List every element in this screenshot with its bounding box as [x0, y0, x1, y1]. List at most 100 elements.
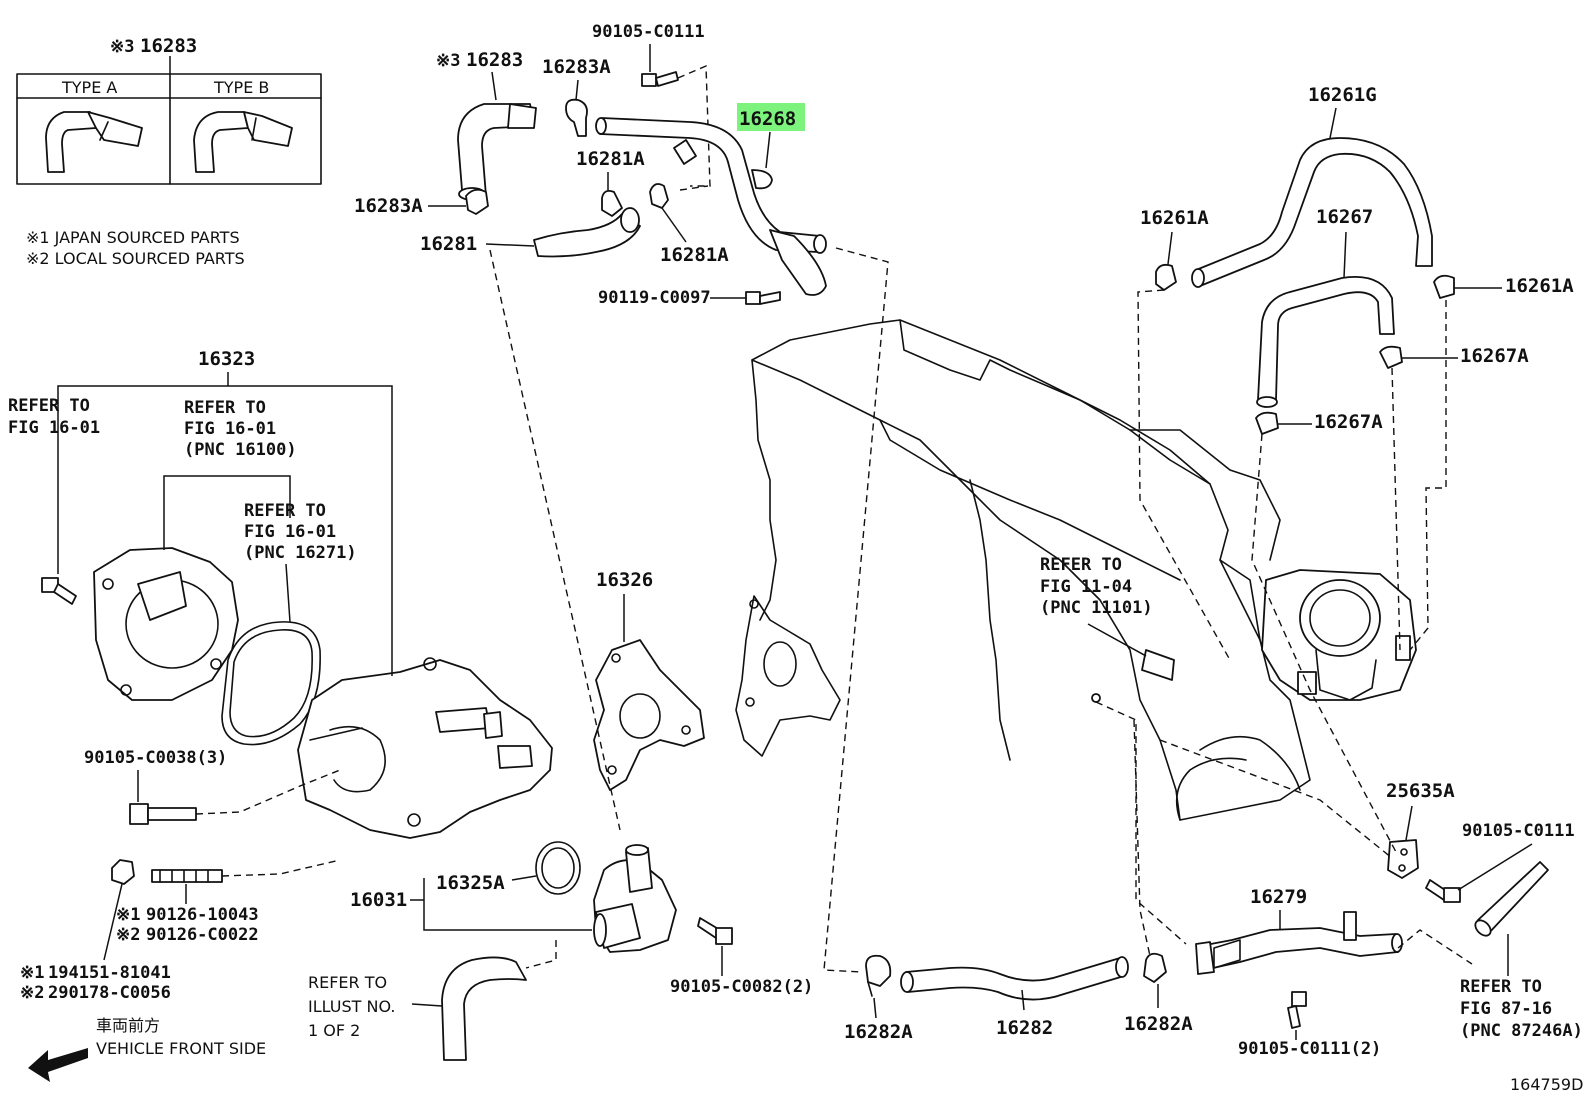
label-16326: 16326: [596, 569, 653, 591]
mark-1-stud: ※1: [116, 905, 140, 925]
connection-lines: [489, 185, 1473, 973]
label-16283-inset: 16283: [140, 35, 197, 57]
label-290178-C0056: 290178-C0056: [48, 983, 171, 1003]
label-16323: 16323: [198, 348, 255, 370]
ref-fig-16-01-a-line2: FIG 16-01: [8, 418, 100, 438]
clamp-16281A-upper: [601, 189, 623, 217]
ref-fig-16-01-b-line1: REFER TO: [184, 398, 266, 418]
ref-fig-11-04-line2: FIG 11-04: [1040, 577, 1132, 597]
vehicle-front-arrow-icon: [28, 1048, 88, 1082]
mark-1-nut: ※1: [20, 963, 44, 983]
ref-fig-87-16-line1: REFER TO: [1460, 977, 1542, 997]
label-90105-C0111-bottom: 90105-C0111(2): [1238, 1039, 1381, 1059]
bolt-90105-C0111-right: [1425, 879, 1461, 903]
label-90105-C0111-top: 90105-C0111: [592, 22, 705, 42]
ref-fig-16-01-c-line1: REFER TO: [244, 501, 326, 521]
bolt-refer-fig-16-01: [41, 577, 77, 605]
label-90105-C0111-right: 90105-C0111: [1462, 821, 1575, 841]
inset-mark-3: ※3: [110, 37, 134, 57]
vehicle-front-en: VEHICLE FRONT SIDE: [96, 1039, 266, 1058]
ref-fig-16-01-c-line2: FIG 16-01: [244, 522, 336, 542]
stud-fig-11-04: [1087, 623, 1175, 703]
label-25635A: 25635A: [1386, 780, 1455, 802]
note-japan-sourced: ※1 JAPAN SOURCED PARTS: [26, 228, 240, 247]
clamp-16281A-lower: [649, 183, 669, 209]
ref-illust-line2: ILLUST NO.: [308, 997, 395, 1016]
ref-illust-line3: 1 OF 2: [308, 1021, 360, 1040]
ref-fig-16-01-c-line3: (PNC 16271): [244, 543, 357, 563]
note-local-sourced: ※2 LOCAL SOURCED PARTS: [26, 249, 245, 268]
clamp-16267A-upper: [1379, 345, 1403, 369]
hose-16282: [900, 956, 1129, 1001]
bolt-90119-C0097: [745, 291, 781, 305]
label-90105-C0038: 90105-C0038(3): [84, 748, 227, 768]
label-16282A-left: 16282A: [844, 1021, 913, 1043]
clamp-16283A-left: [465, 188, 489, 215]
ref-fig-87-16-line2: FIG 87-16: [1460, 999, 1552, 1019]
bracket-25635A: [1387, 839, 1419, 879]
label-16282: 16282: [996, 1017, 1053, 1039]
throttle-body: [1261, 569, 1417, 701]
nut-194151: [111, 859, 135, 885]
bolt-90105-C0111-top: [641, 71, 679, 87]
type-b-label: TYPE B: [213, 78, 269, 97]
timing-cover-gasket: [735, 595, 841, 757]
ref-fig-11-04-line3: (PNC 11101): [1040, 598, 1153, 618]
gasket-16326: [593, 639, 705, 791]
ref-illust-line1: REFER TO: [308, 973, 387, 992]
label-194151-81041: 194151-81041: [48, 963, 171, 983]
bolt-90105-C0082: [697, 917, 733, 945]
mark-2-stud: ※2: [116, 925, 140, 945]
mark-2-nut: ※2: [20, 983, 44, 1003]
clamp-16261A-right: [1433, 274, 1455, 299]
highlight-16268: [737, 103, 805, 131]
pipe-16268: [595, 117, 827, 296]
pipe-16279: [1195, 911, 1403, 975]
oring-16325A: [535, 841, 581, 895]
hose-16283: [457, 103, 537, 201]
mark-3-top: ※3: [436, 51, 460, 71]
water-inlet-16031: [593, 844, 677, 953]
label-16281A-lower: 16281A: [660, 244, 729, 266]
ref-fig-16-01-b-line3: (PNC 16100): [184, 440, 297, 460]
label-16267: 16267: [1316, 206, 1373, 228]
label-16267A-lower: 16267A: [1314, 411, 1383, 433]
clamp-16283A-top: [565, 98, 588, 137]
label-16281: 16281: [420, 233, 477, 255]
hose-fig-87-16: [1474, 861, 1549, 937]
stud-90126: [151, 869, 223, 883]
bolt-90105-C0111-bottom: [1287, 991, 1307, 1029]
clamp-16282A-right: [1143, 952, 1167, 983]
water-pump-cover: [93, 547, 239, 701]
type-a-label: TYPE A: [61, 78, 117, 97]
label-90119-C0097: 90119-C0097: [598, 288, 711, 308]
bolt-90105-C0038: [129, 803, 197, 825]
hose-16267: [1256, 276, 1395, 408]
hose-16261G: [1191, 137, 1433, 288]
label-16261G: 16261G: [1308, 84, 1377, 106]
ref-fig-87-16-line3: (PNC 87246A): [1460, 1021, 1583, 1041]
water-pump-body: [297, 657, 553, 839]
hose-illust-1-of-2: [441, 956, 527, 1061]
label-16281A-upper: 16281A: [576, 148, 645, 170]
label-16268[interactable]: 16268: [739, 108, 796, 130]
ref-fig-16-01-b-line2: FIG 16-01: [184, 419, 276, 439]
label-16279: 16279: [1250, 886, 1307, 908]
clamp-16282A-left: [865, 954, 892, 997]
vehicle-front-jp: 車両前方: [96, 1016, 160, 1035]
label-16282A-right: 16282A: [1124, 1013, 1193, 1035]
ref-fig-11-04-line1: REFER TO: [1040, 555, 1122, 575]
label-16267A-upper: 16267A: [1460, 345, 1529, 367]
label-90105-C0082: 90105-C0082(2): [670, 977, 813, 997]
label-16283A-left: 16283A: [354, 195, 423, 217]
hose-16281: [533, 207, 641, 258]
label-90126-C0022: 90126-C0022: [146, 925, 259, 945]
ref-fig-16-01-a-line1: REFER TO: [8, 396, 90, 416]
engine-block: [751, 319, 1311, 821]
label-16031: 16031: [350, 889, 407, 911]
diagram-id: 164759D: [1510, 1075, 1583, 1094]
label-16283A-top: 16283A: [542, 56, 611, 78]
label-90126-10043: 90126-10043: [146, 905, 259, 925]
clamp-16267A-lower: [1255, 411, 1279, 435]
